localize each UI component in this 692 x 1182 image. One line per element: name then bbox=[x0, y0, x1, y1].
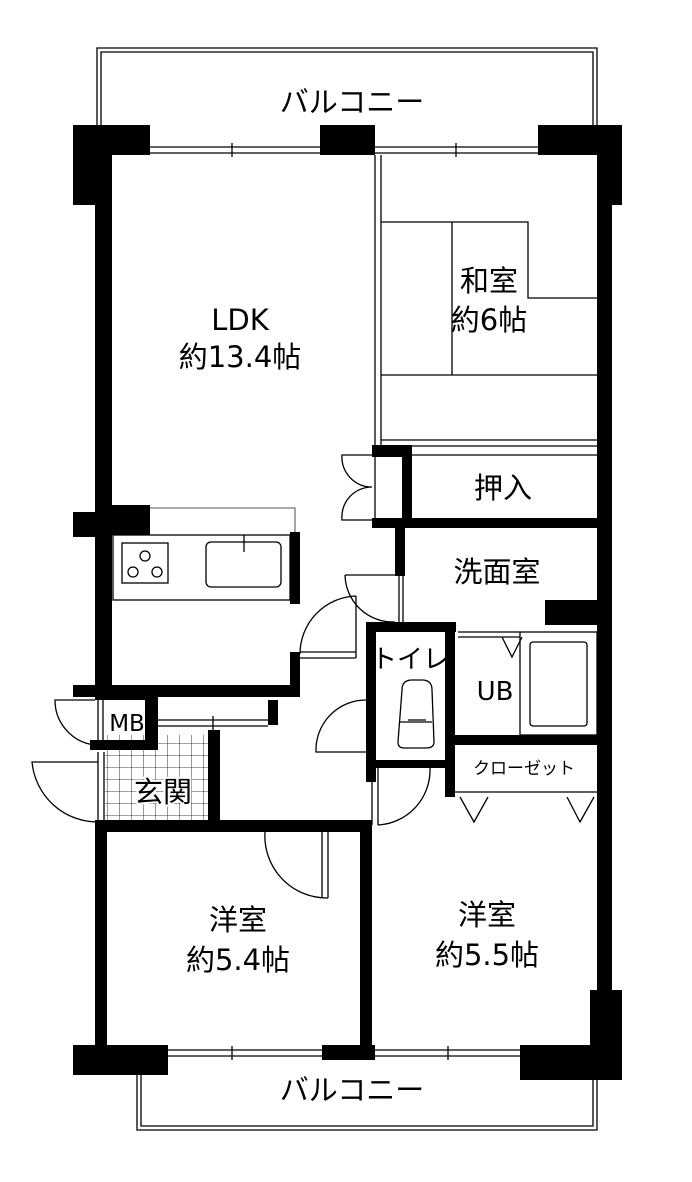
genkan-label: 玄関 bbox=[134, 775, 192, 809]
senmenshitsu-label: 洗面室 bbox=[453, 555, 540, 589]
fixtures bbox=[31, 155, 598, 899]
yoshitsu-left-label: 洋室 bbox=[209, 903, 267, 937]
washitsu-label: 和室 bbox=[460, 264, 518, 298]
mb-label: MB bbox=[109, 711, 145, 737]
walls bbox=[73, 125, 622, 1080]
ldk-size: 約13.4帖 bbox=[179, 340, 302, 374]
ub-label: UB bbox=[477, 677, 514, 707]
oshiire-label: 押入 bbox=[474, 471, 532, 505]
washitsu-size: 約6帖 bbox=[451, 303, 527, 337]
ldk-label: LDK bbox=[211, 303, 269, 337]
windows bbox=[150, 143, 538, 1060]
yoshitsu-left-size: 約5.4帖 bbox=[186, 943, 290, 977]
yoshitsu-right-label: 洋室 bbox=[458, 898, 516, 932]
toilet-label: トイレ bbox=[371, 645, 449, 675]
balcony-top-label: バルコニー bbox=[280, 85, 424, 119]
balcony-bottom-label: バルコニー bbox=[280, 1073, 424, 1107]
balcony-bottom bbox=[136, 1055, 598, 1131]
balcony-top bbox=[96, 47, 598, 150]
yoshitsu-right-size: 約5.5帖 bbox=[435, 938, 539, 972]
closet-label: クローゼット bbox=[473, 759, 575, 779]
